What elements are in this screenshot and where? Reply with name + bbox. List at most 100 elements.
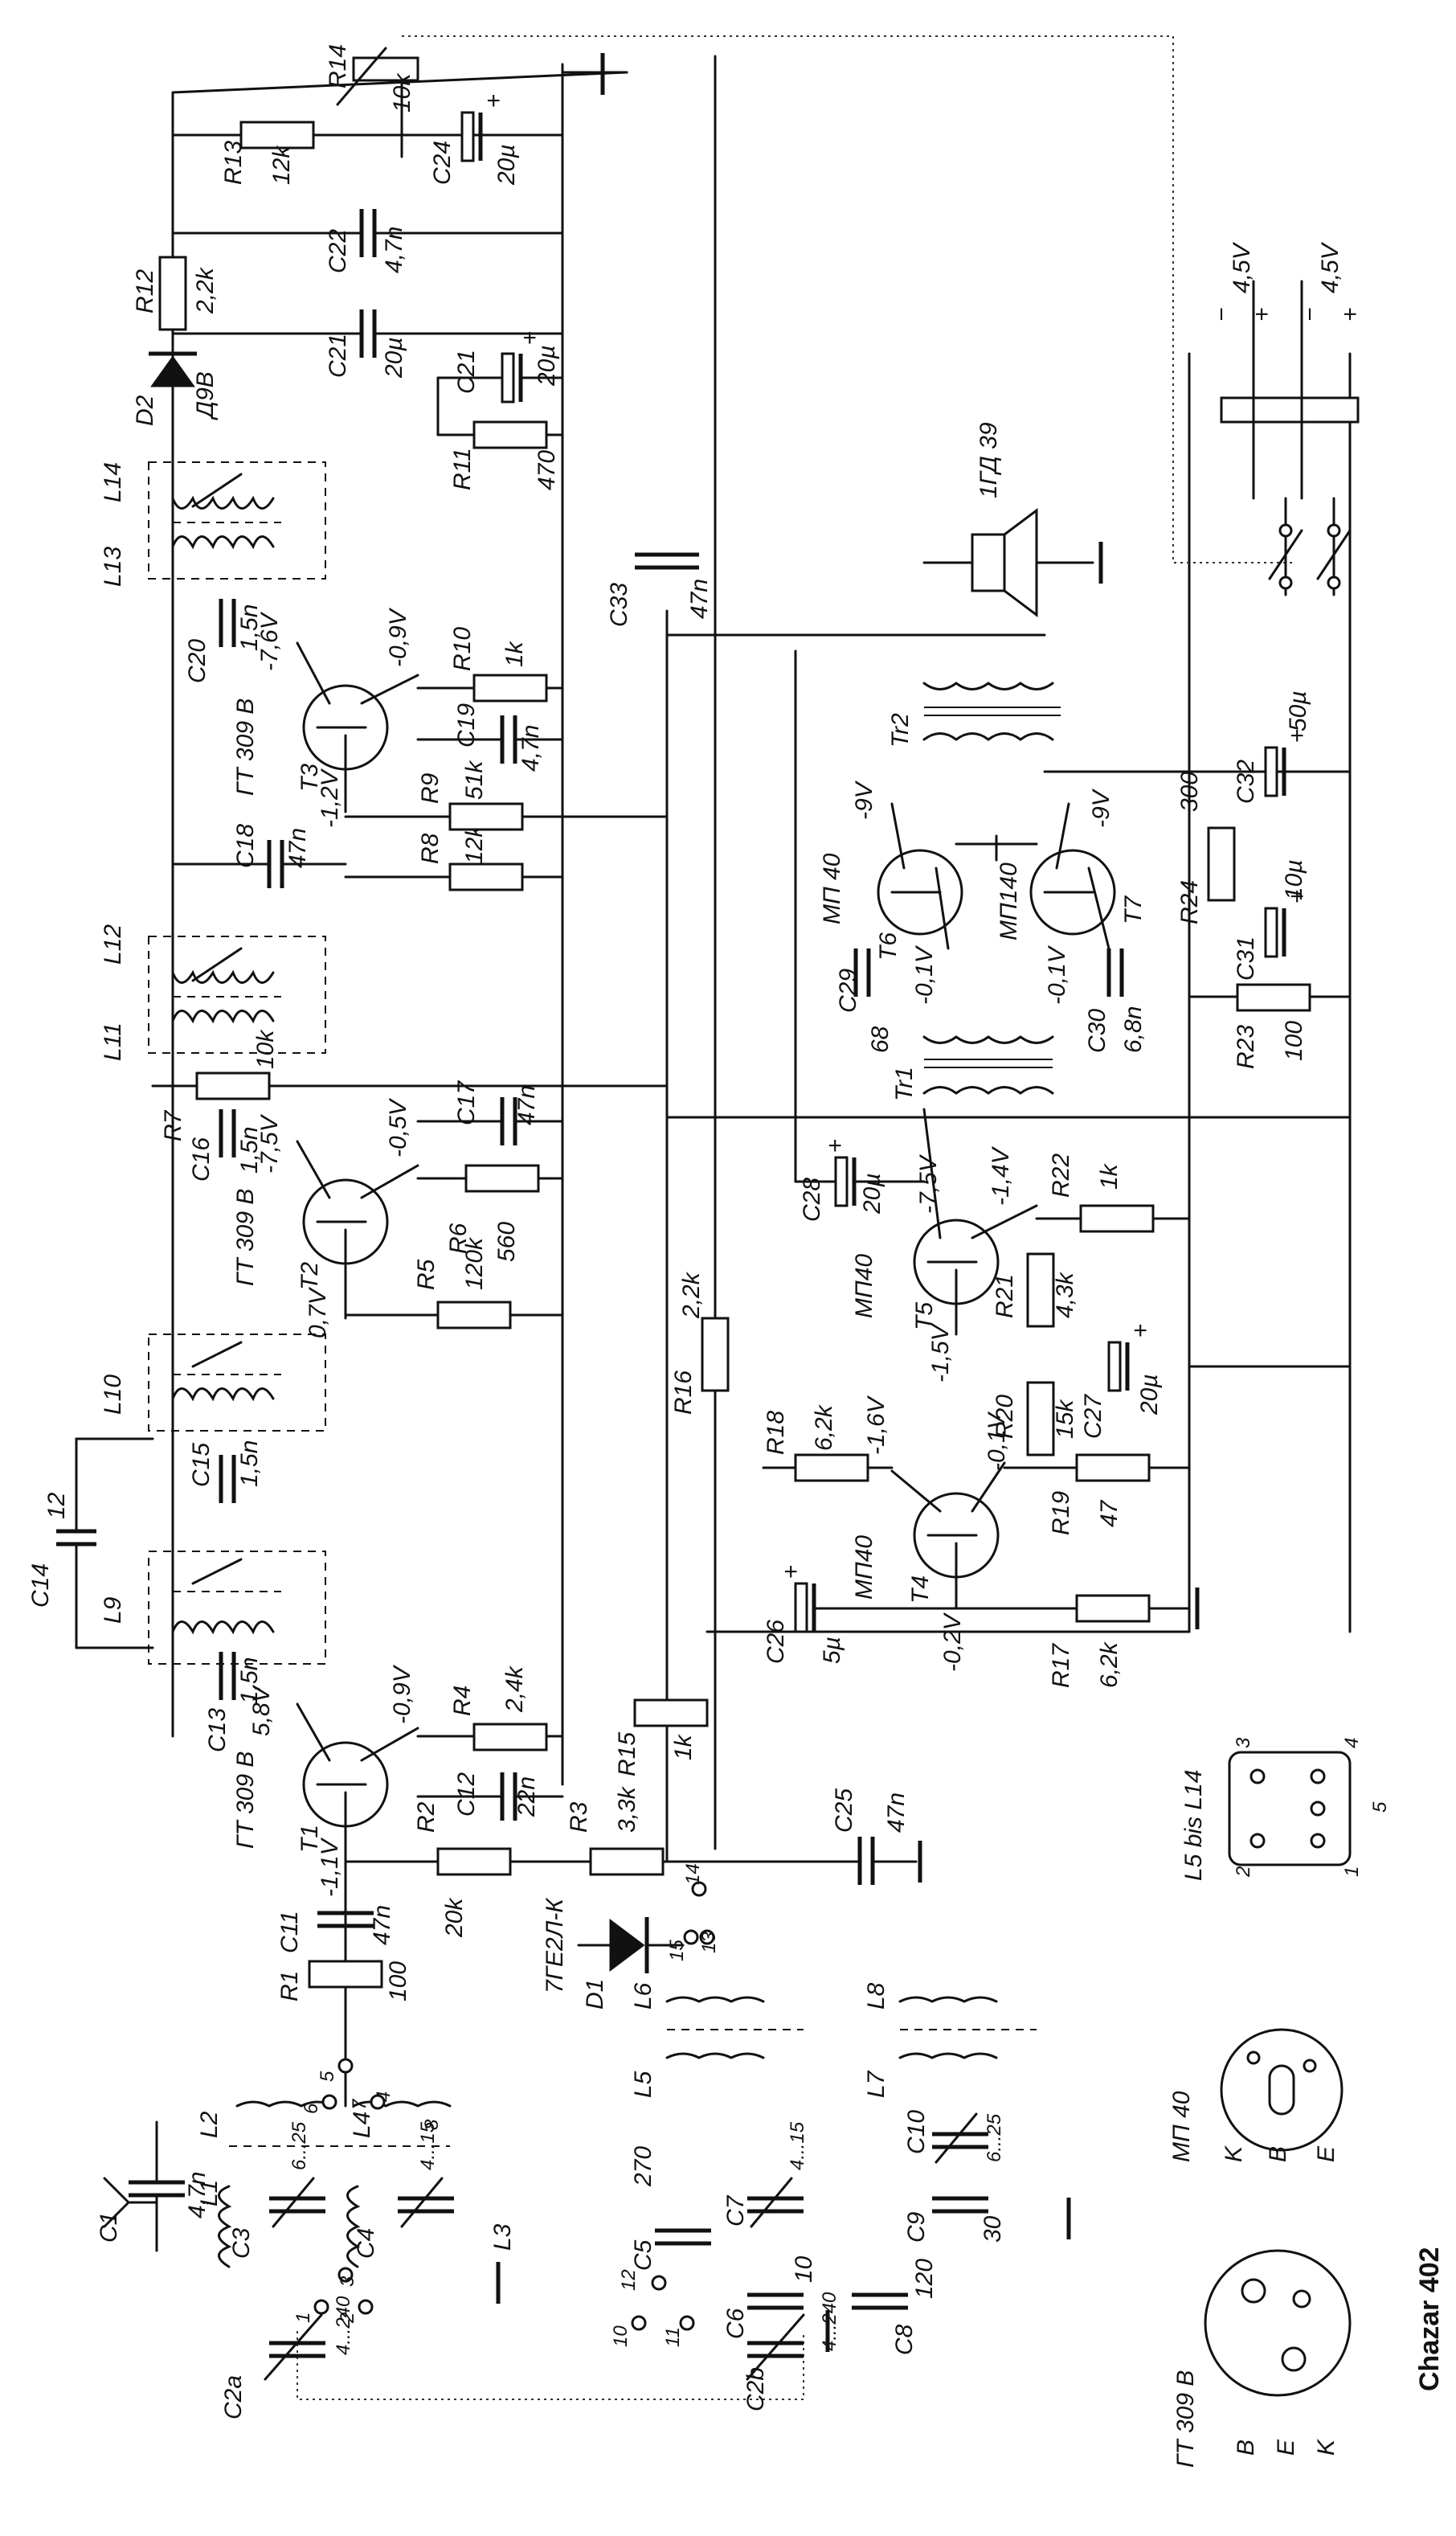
l10-ref: L10 bbox=[100, 1375, 126, 1415]
c26-plus: + bbox=[783, 1559, 798, 1585]
resistor-r6: R6 560 bbox=[416, 1164, 564, 1262]
t6-ref: T6 bbox=[875, 932, 902, 961]
pinout-mp40: МП 40 K B E bbox=[1168, 2028, 1344, 2162]
c27-ref: C27 bbox=[1080, 1394, 1106, 1439]
capacitor-c13: C13 1,5n bbox=[204, 1652, 263, 1752]
c24-val: 20µ bbox=[493, 144, 520, 186]
c25-val: 47n bbox=[883, 1792, 910, 1833]
svg-text:2: 2 bbox=[1233, 1866, 1254, 1878]
t4-type: МП40 bbox=[851, 1535, 877, 1600]
transistor-t2: ГТ 309 В T2 -7,5V -0,5V 0,7V bbox=[232, 1097, 419, 1338]
volume-switch-link bbox=[402, 35, 1294, 563]
transformer-tr1: Tr1 bbox=[891, 1035, 1054, 1101]
svg-text:2: 2 bbox=[337, 2313, 358, 2324]
transformer-tr2: Tr2 bbox=[887, 682, 1061, 748]
transistor-t6: МП 40 T6 -9V -0,1V bbox=[819, 780, 963, 1005]
t6-ve: -0,1V bbox=[911, 944, 938, 1005]
c24-ref: C24 bbox=[429, 141, 456, 185]
l6-ref: L6 bbox=[630, 1982, 656, 2010]
c33-val: 47n bbox=[686, 579, 713, 619]
capacitor-c7: C7 4...15 bbox=[722, 2121, 808, 2228]
l2-ref: L2 bbox=[196, 2111, 223, 2138]
r21-val: 4,3k bbox=[1052, 1271, 1078, 1318]
c2a-ref: C2a bbox=[220, 2375, 247, 2419]
t1-type: ГТ 309 В bbox=[232, 1751, 259, 1849]
capacitor-c29: C29 68 bbox=[835, 948, 894, 1053]
c18-val: 47n bbox=[284, 828, 311, 868]
transistor-t4: МП40 T4 -1,6V -0,1V -0,2V bbox=[851, 1395, 1010, 1672]
t6-vc: -9V bbox=[851, 780, 877, 820]
r7-val: 10k bbox=[252, 1029, 279, 1069]
r11-ref: R11 bbox=[449, 448, 476, 490]
d2-ref: D2 bbox=[132, 395, 158, 426]
r23-val: 100 bbox=[1281, 1021, 1307, 1061]
resistor-r9: R9 51k bbox=[344, 760, 669, 831]
r17-ref: R17 bbox=[1048, 1643, 1074, 1688]
r12-ref: R12 bbox=[132, 269, 158, 313]
resistor-r15: R15 1k bbox=[614, 1698, 709, 1863]
capacitor-c21-electrolytic: C21 20µ + bbox=[436, 325, 564, 436]
r21-ref: R21 bbox=[992, 1274, 1018, 1318]
input-coils-l1-l4: L1 L2 L3 L4 bbox=[196, 2100, 516, 2268]
r5-ref: R5 bbox=[413, 1259, 440, 1290]
r7-ref: R7 bbox=[160, 1109, 186, 1141]
c29-ref: C29 bbox=[835, 969, 861, 1013]
svg-text:4: 4 bbox=[373, 2091, 395, 2102]
bat-minus-1: − bbox=[1209, 307, 1235, 322]
l3-ref: L3 bbox=[489, 2223, 516, 2251]
r13-ref: R13 bbox=[220, 141, 247, 185]
resistor-r3: R3 3,3k bbox=[566, 1785, 861, 1876]
r20-ref: R20 bbox=[992, 1395, 1018, 1439]
svg-text:11: 11 bbox=[662, 2327, 684, 2347]
t2-vb: 0,7V bbox=[305, 1286, 331, 1338]
c9-val: 30 bbox=[980, 2215, 1006, 2243]
r10-ref: R10 bbox=[449, 627, 476, 671]
r22-ref: R22 bbox=[1048, 1153, 1074, 1198]
c12-ref: C12 bbox=[453, 1772, 480, 1817]
coil-base-title: L5 bis L14 bbox=[1180, 1770, 1207, 1881]
t1-vc: 5,8V bbox=[248, 1684, 275, 1736]
if-transformer-l10: L10 bbox=[100, 1334, 326, 1432]
gt309-title: ГТ 309 В bbox=[1172, 2370, 1199, 2468]
capacitor-c5: C5 270 bbox=[630, 2146, 711, 2271]
gt309-pin-k: K bbox=[1313, 2438, 1339, 2456]
c25-ref: C25 bbox=[831, 1788, 857, 1833]
svg-text:1: 1 bbox=[1341, 1866, 1363, 1877]
r14-val: 10k bbox=[389, 72, 415, 113]
resistor-r1: R1 100 bbox=[276, 1863, 411, 2108]
t4-vb: -0,2V bbox=[939, 1612, 966, 1672]
t3-type: ГТ 309 В bbox=[232, 699, 259, 796]
resistor-r23: R23 100 bbox=[1233, 983, 1311, 1069]
svg-text:6: 6 bbox=[301, 2103, 322, 2114]
resistor-r4: R4 2,4k bbox=[416, 1665, 564, 1751]
diode-d2: D2 Д9В bbox=[132, 351, 219, 426]
potentiometer-r14: R14 10k bbox=[325, 44, 419, 113]
c33-ref: C33 bbox=[606, 583, 632, 627]
c29-val: 68 bbox=[867, 1026, 894, 1053]
svg-text:15: 15 bbox=[666, 1940, 688, 1961]
r10-val: 1k bbox=[501, 640, 528, 667]
c18-ref: C18 bbox=[232, 824, 259, 868]
tr2-ref: Tr2 bbox=[887, 713, 914, 748]
pinout-coil-base: L5 bis L14 1 2 3 4 5 bbox=[1180, 1737, 1391, 1881]
resistor-r7: R7 10k bbox=[151, 1029, 669, 1141]
r17-val: 6,2k bbox=[1096, 1641, 1123, 1688]
c6-ref: C6 bbox=[722, 2308, 749, 2339]
r15-ref: R15 bbox=[614, 1732, 640, 1776]
r6-ref: R6 bbox=[445, 1223, 472, 1254]
antenna bbox=[103, 2177, 158, 2228]
l12-ref: L12 bbox=[100, 924, 126, 965]
r5-val: 120k bbox=[461, 1236, 488, 1290]
capacitor-c31: C31 10µ + bbox=[1233, 859, 1307, 981]
r4-ref: R4 bbox=[449, 1686, 476, 1716]
l4-ref: L4 bbox=[349, 2112, 375, 2138]
t6-type: МП 40 bbox=[819, 853, 845, 924]
speaker-ref: 1ГД 39 bbox=[975, 422, 1002, 498]
c27-val: 20µ bbox=[1136, 1374, 1163, 1415]
r18-ref: R18 bbox=[763, 1411, 789, 1455]
r4-val: 2,4k bbox=[501, 1665, 528, 1713]
capacitor-c10: C10 6...25 bbox=[903, 2110, 1005, 2164]
r14-ref: R14 bbox=[325, 44, 351, 88]
c31-val: 10µ bbox=[1281, 859, 1307, 900]
